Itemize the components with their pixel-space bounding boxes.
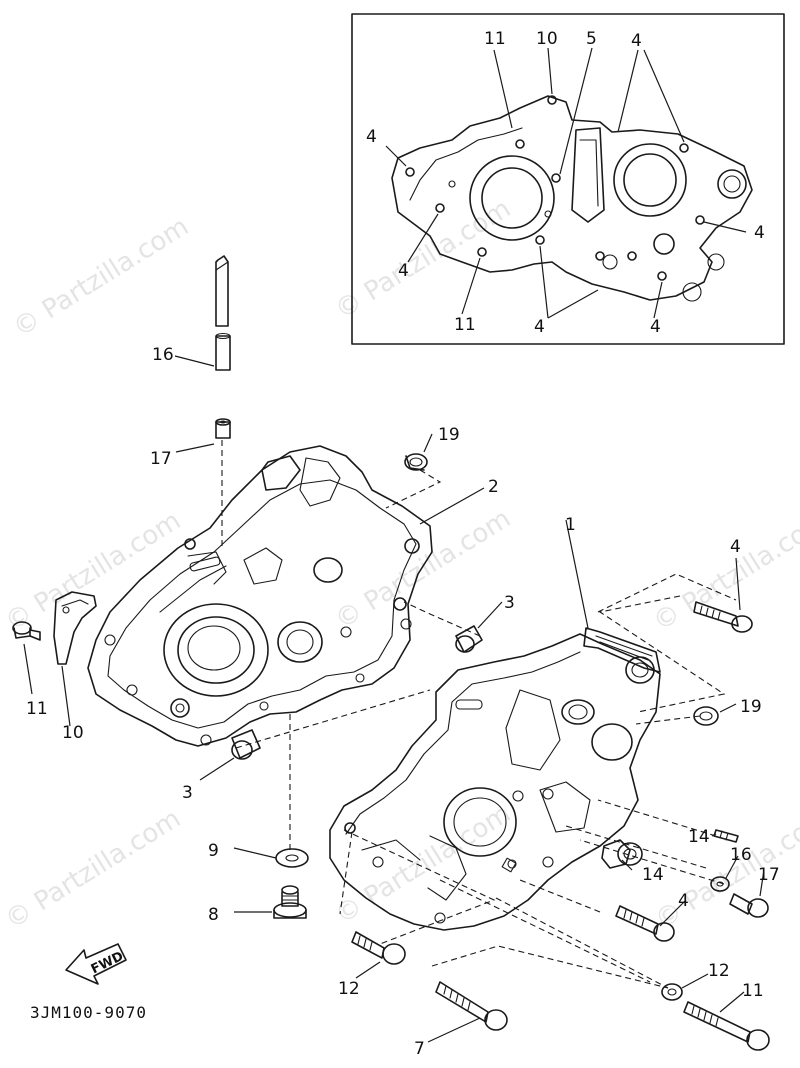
callout-9: 11	[26, 699, 48, 719]
inset-callout-11: 11	[484, 29, 506, 49]
callout-16: 16	[730, 845, 752, 865]
inset-bolt-hole	[405, 95, 705, 281]
callout-1: 1	[565, 515, 576, 535]
inset-callout-4: 4	[650, 317, 661, 337]
callout-2: 2	[488, 477, 499, 497]
stud-13	[713, 829, 739, 843]
callout-18: 16	[152, 345, 174, 365]
fwd-label: FWD	[89, 949, 126, 977]
washer-7	[275, 848, 309, 868]
inset-assembly-view: 11 10 5 4 4 4 4 11 4 4	[351, 13, 785, 345]
callout-3: 3	[182, 783, 193, 803]
bolt-5	[435, 981, 508, 1031]
callout-10: 12	[338, 979, 360, 999]
inset-callout-5: 5	[586, 29, 597, 49]
washer-16	[710, 876, 730, 892]
bolt-10	[351, 931, 406, 965]
callout-17: 17	[150, 449, 172, 469]
inset-callout-4: 4	[366, 127, 377, 147]
inset-callout-11: 11	[454, 315, 476, 335]
drain-plug-6	[273, 885, 307, 919]
callout-19: 19	[438, 425, 460, 445]
diagram-code: 3JM100-9070	[30, 1003, 147, 1022]
callout-19: 19	[740, 697, 762, 717]
bolt-9	[12, 621, 41, 641]
inset-callout-10: 10	[536, 29, 558, 49]
callout-5: 7	[414, 1039, 425, 1059]
oil-seal-19-upper	[404, 453, 428, 471]
callout-7: 9	[208, 841, 219, 861]
fwd-arrow-icon: FWD	[65, 943, 127, 985]
crankcase-left-half	[87, 445, 433, 747]
callout-14: 14	[642, 865, 664, 885]
bolt-11	[683, 1001, 770, 1051]
dowel-pin-18	[215, 255, 231, 371]
crankcase-right-half	[329, 627, 661, 931]
plate-8	[53, 591, 97, 665]
callout-6: 8	[208, 905, 219, 925]
callout-15: 17	[758, 865, 780, 885]
bolt-4-lower	[615, 905, 675, 942]
dowel-3-lower	[231, 729, 261, 760]
dowel-3-upper	[455, 625, 483, 653]
bolt-4-upper	[693, 601, 753, 633]
inset-callout-4: 4	[754, 223, 765, 243]
washer-12	[661, 983, 683, 1001]
inset-callout-4: 4	[631, 31, 642, 51]
callout-13: 14	[688, 827, 710, 847]
callout-8: 10	[62, 723, 84, 743]
callout-4: 4	[678, 891, 689, 911]
callout-4: 4	[730, 537, 741, 557]
inset-callout-4: 4	[534, 317, 545, 337]
callout-3: 3	[504, 593, 515, 613]
callout-11: 11	[742, 981, 764, 1001]
bushing-17	[215, 418, 231, 439]
bolt-15	[729, 893, 769, 918]
inset-callout-4: 4	[398, 261, 409, 281]
callout-12: 12	[708, 961, 730, 981]
